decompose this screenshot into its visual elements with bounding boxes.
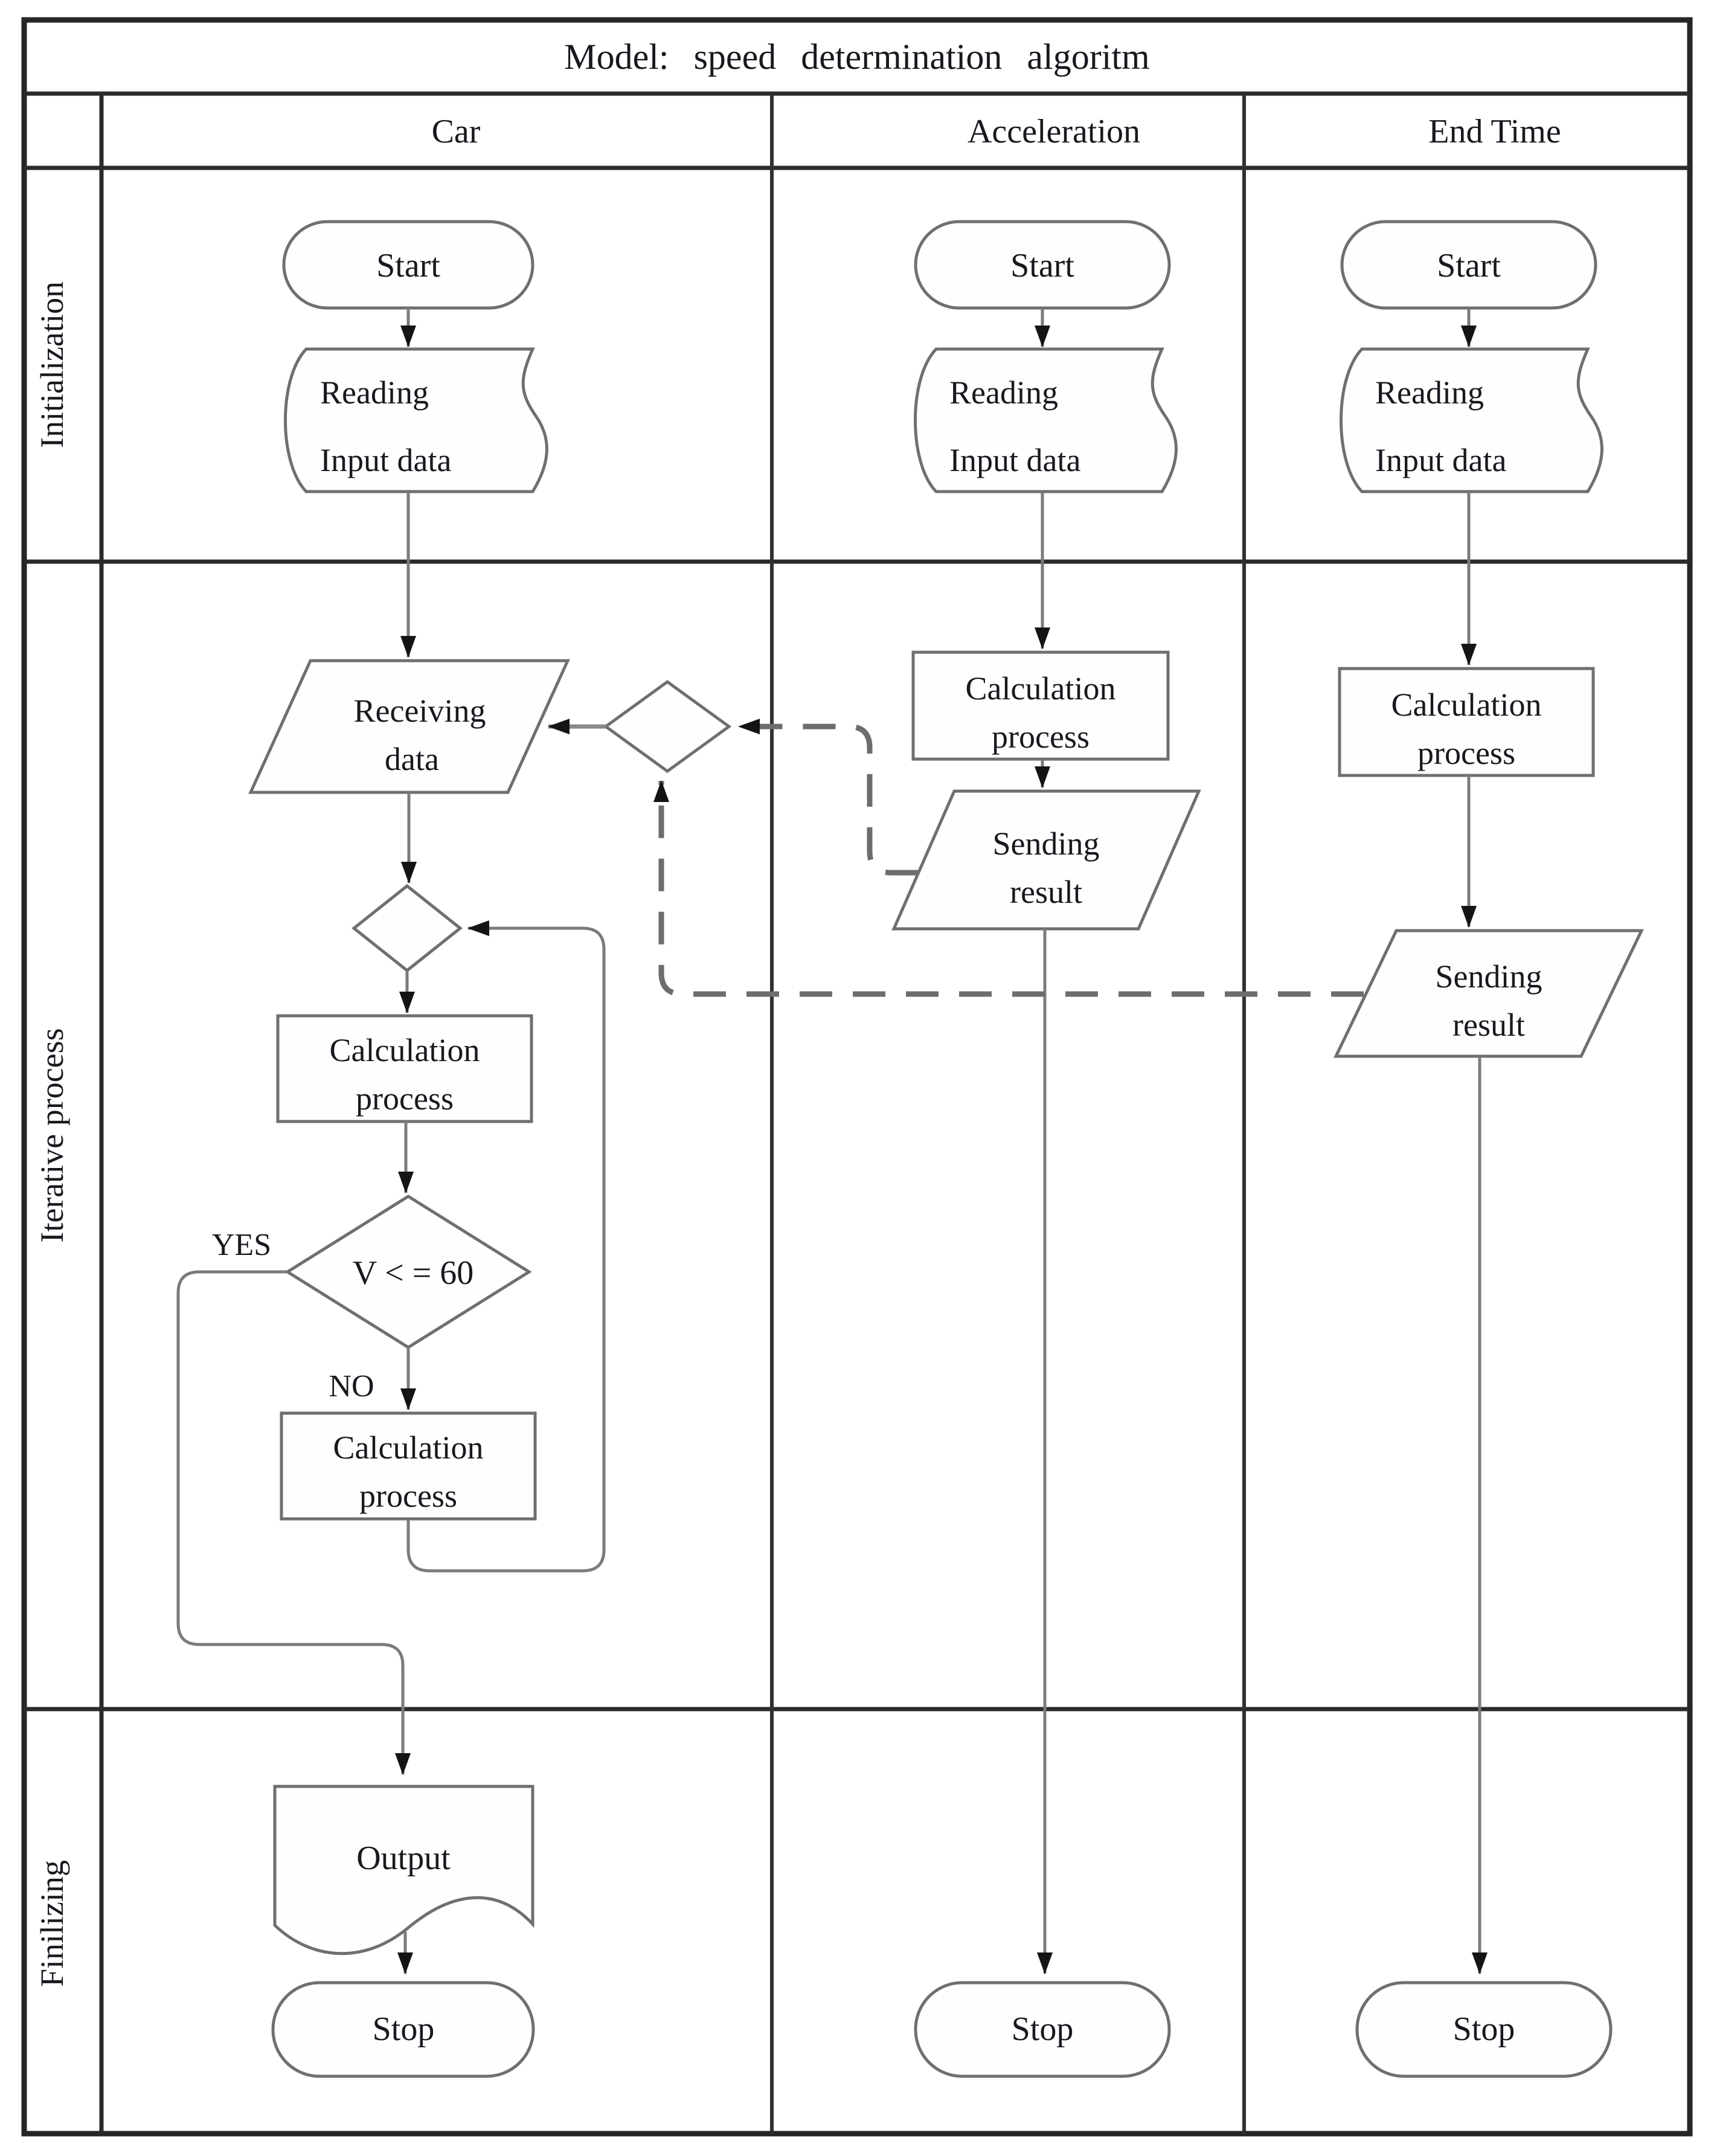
car-loopback-path	[406, 920, 606, 1573]
car-loop-diamond	[351, 884, 463, 973]
outer-border	[21, 17, 1693, 2137]
car-yes-path	[176, 1270, 411, 1775]
dashed-flow-end-time-to-car	[653, 780, 1364, 997]
car-calc1-line1: Calculation	[330, 1032, 480, 1068]
car-reading-input-shape	[284, 347, 548, 493]
car-calculation-process-1	[276, 1014, 533, 1123]
car-stop-terminator	[271, 1981, 535, 2078]
acceleration-calculation-process	[911, 650, 1170, 761]
acceleration-start-label: Start	[1010, 247, 1074, 284]
acceleration-reading-line2: Input data	[949, 442, 1080, 478]
column-header-acceleration: Acceleration	[968, 113, 1140, 150]
car-output-document	[273, 1785, 534, 1955]
lane-acceleration: Start Reading Input data Calculation pro…	[891, 220, 1201, 2078]
acceleration-calc-line2: process	[992, 719, 1090, 755]
car-yes-label: YES	[212, 1228, 271, 1262]
end-time-start-label: Start	[1437, 247, 1501, 284]
acceleration-calc-line1: Calculation	[966, 670, 1116, 707]
acceleration-reading-line1: Reading	[949, 374, 1058, 411]
end-time-sending-line2: result	[1452, 1007, 1525, 1043]
car-stop-label: Stop	[373, 2010, 435, 2048]
dashed-flow-acceleration-to-car	[738, 719, 918, 876]
end-time-calc-line1: Calculation	[1391, 687, 1542, 723]
car-no-label: NO	[329, 1369, 374, 1404]
car-calc1-line2: process	[356, 1080, 454, 1117]
acceleration-reading-input-shape	[914, 347, 1178, 493]
column-header-car: Car	[432, 113, 481, 150]
end-time-stop-label: Stop	[1453, 2010, 1515, 2048]
lane-end-time: Start Reading Input data Calculation pro…	[1334, 220, 1644, 2078]
end-time-reading-line2: Input data	[1375, 442, 1506, 478]
end-time-calculation-process	[1338, 667, 1595, 777]
end-time-reading-line1: Reading	[1375, 374, 1484, 411]
acceleration-sending-line1: Sending	[992, 826, 1099, 862]
car-receiving-line1: Receiving	[354, 693, 486, 729]
lane-label-finilizing: Finilizing	[34, 1860, 70, 1987]
car-reading-line2: Input data	[320, 442, 451, 478]
diagram-title: Model: speed determination algoritm	[564, 37, 1149, 77]
lane-label-initialization: Initialization	[34, 281, 70, 448]
car-output-label: Output	[356, 1840, 451, 1877]
car-merge-diamond	[603, 679, 732, 774]
lane-car: Start Reading Input data Receiving data …	[176, 220, 732, 2078]
end-time-stop-terminator	[1355, 1981, 1613, 2078]
column-header-end-time: End Time	[1428, 113, 1561, 150]
acceleration-stop-label: Stop	[1012, 2010, 1074, 2048]
car-calc2-line2: process	[359, 1478, 457, 1514]
swimlane-grid	[21, 17, 1693, 2137]
car-start-label: Start	[376, 247, 440, 284]
end-time-calc-line2: process	[1417, 735, 1515, 771]
acceleration-sending-line2: result	[1010, 874, 1082, 910]
car-reading-line1: Reading	[320, 374, 429, 411]
end-time-reading-input-shape	[1340, 347, 1603, 493]
lane-label-iterative-process: Iterative process	[34, 1028, 70, 1242]
car-calculation-process-2	[280, 1411, 537, 1521]
car-decision-label: V < = 60	[353, 1254, 474, 1292]
end-time-sending-line1: Sending	[1435, 958, 1542, 995]
end-time-sending-result-parallelogram	[1334, 929, 1644, 1058]
car-receiving-line2: data	[385, 741, 439, 777]
acceleration-stop-terminator	[914, 1981, 1171, 2078]
car-receiving-data-parallelogram	[248, 659, 570, 794]
acceleration-sending-result-parallelogram	[891, 789, 1201, 931]
car-calc2-line1: Calculation	[333, 1429, 484, 1466]
